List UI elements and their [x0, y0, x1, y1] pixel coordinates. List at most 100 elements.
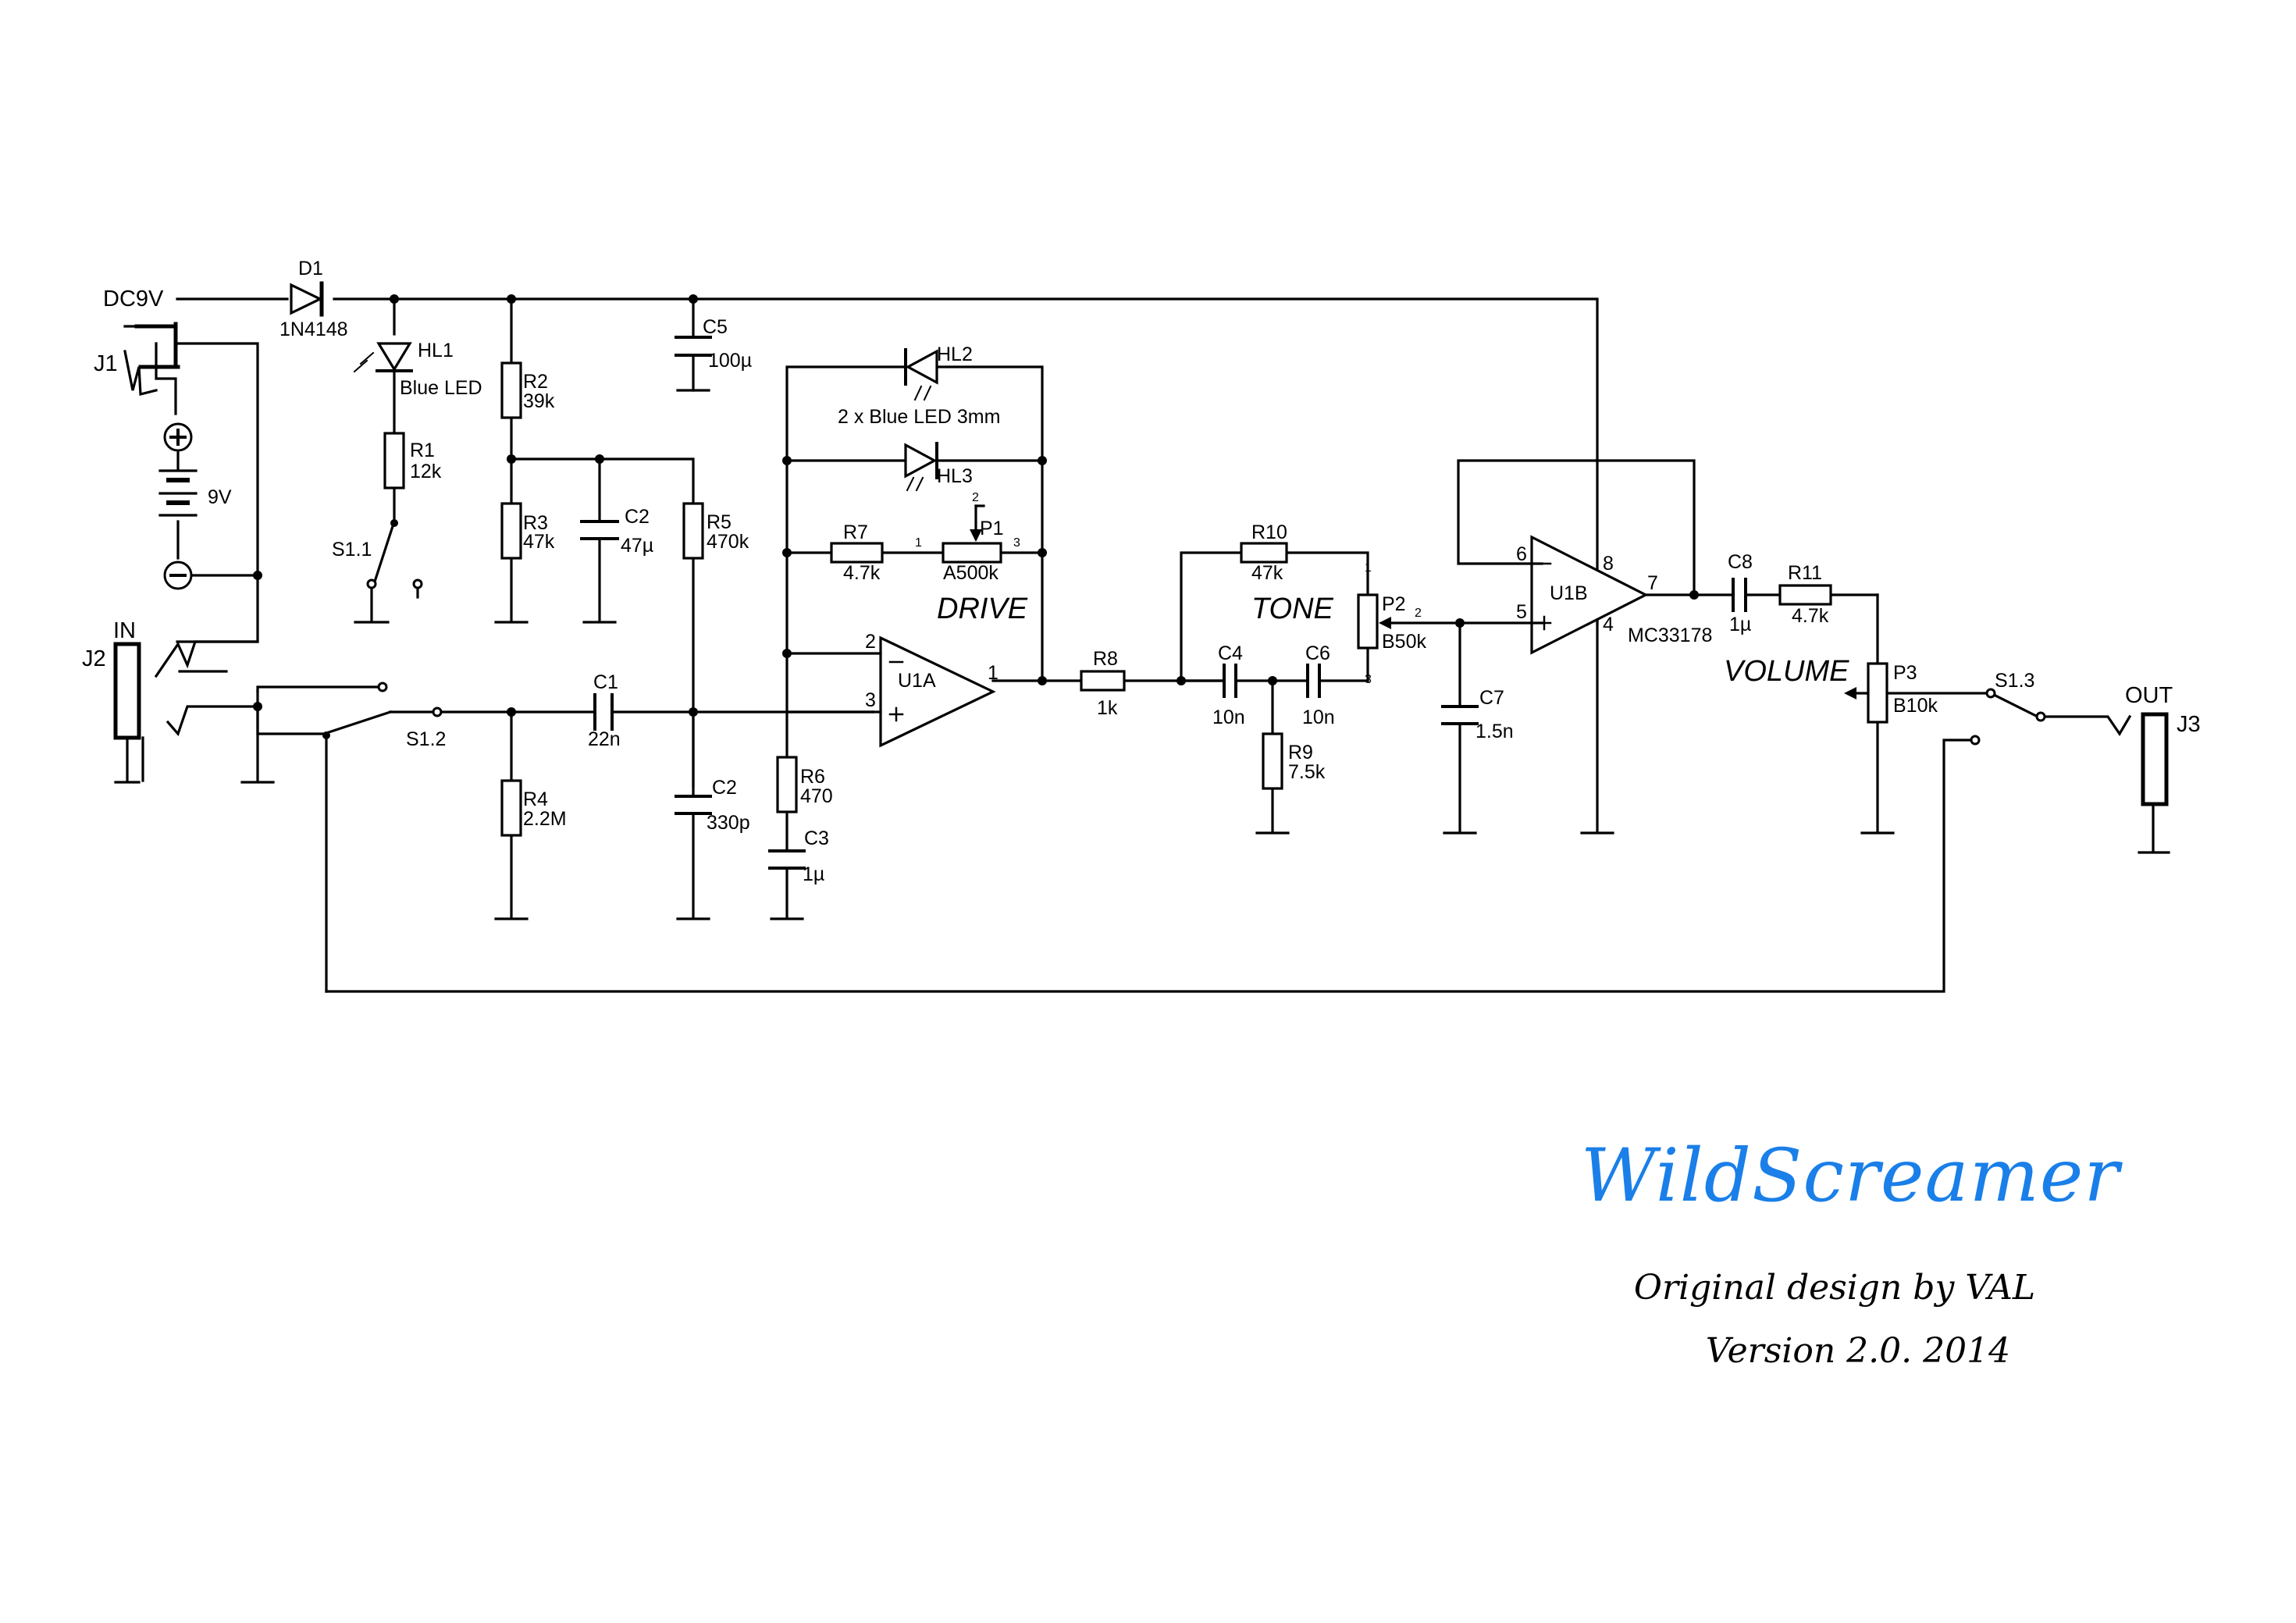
d1-label: D1 — [298, 258, 323, 279]
c4-value: 10n — [1212, 707, 1245, 728]
capacitor-c8 — [1732, 578, 1747, 612]
hl2-label: HL2 — [937, 343, 973, 365]
u1a-pin-out: 1 — [988, 662, 998, 684]
u1b-pin-vcc: 8 — [1603, 553, 1614, 575]
c5-value: 100µ — [708, 350, 752, 372]
j2-caption: IN — [113, 618, 136, 643]
p1-value: A500k — [943, 562, 998, 584]
u1b-label: U1B — [1550, 582, 1588, 604]
u1b-pin-pos: 5 — [1516, 601, 1527, 623]
led-hl1 — [353, 342, 413, 373]
resistor-r5 — [682, 502, 704, 560]
labels: DC9V J1 9V D1 1N4148 HL1 Blue LED R1 12k… — [82, 258, 2201, 885]
capacitor-c2-330p — [675, 795, 712, 920]
hl1-value: Blue LED — [400, 377, 482, 399]
j3-caption: OUT — [2125, 683, 2173, 708]
p1-pin-1: 1 — [915, 536, 922, 550]
r10-value: 47k — [1251, 562, 1283, 584]
resistor-r2 — [500, 361, 522, 419]
capacitor-c6 — [1306, 664, 1321, 698]
j1-caption: DC9V — [103, 287, 164, 311]
output-jack-j3 — [2141, 712, 2169, 806]
s13-label: S1.3 — [1995, 670, 2034, 692]
c2b-label: C2 — [712, 777, 737, 799]
resistor-r9 — [1262, 732, 1283, 790]
u1a-pin-noninv: 3 — [865, 689, 876, 711]
c2a-value: 47µ — [621, 535, 653, 557]
u1a-pin-inv: 2 — [865, 631, 876, 653]
r11-value: 4.7k — [1792, 605, 1829, 627]
r2-value: 39k — [523, 390, 555, 412]
r4-value: 2.2M — [523, 808, 567, 830]
design-credit: Original design by VAL — [1633, 1268, 2036, 1308]
u1b-value: MC33178 — [1628, 625, 1712, 646]
version-line: Version 2.0. 2014 — [1705, 1331, 2011, 1371]
p2-pin-3: 3 — [1365, 673, 1372, 686]
potentiometer-p3 — [1844, 662, 1888, 724]
r5-label: R5 — [707, 511, 732, 533]
capacitor-c1 — [593, 693, 614, 731]
capacitor-c5 — [675, 336, 712, 392]
c4-label: C4 — [1218, 642, 1243, 664]
resistor-r11 — [1778, 584, 1832, 606]
c1-label: C1 — [593, 671, 618, 693]
r2-label: R2 — [523, 371, 548, 393]
c3-label: C3 — [804, 828, 829, 849]
capacitor-c7 — [1441, 705, 1479, 835]
resistor-r10 — [1240, 542, 1288, 564]
j1-label: J1 — [94, 351, 118, 376]
dc-jack-j1 — [134, 322, 180, 369]
r11-label: R11 — [1788, 562, 1822, 584]
led-hl2 — [904, 348, 938, 401]
u1a-label: U1A — [898, 670, 936, 692]
u1b-pin-out: 7 — [1647, 572, 1658, 594]
r3-label: R3 — [523, 512, 548, 534]
c8-label: C8 — [1728, 551, 1753, 573]
r9-value: 7.5k — [1288, 761, 1326, 783]
capacitor-c2-47u — [580, 520, 619, 624]
title-block: WildScreamer Original design by VAL Vers… — [1483, 1134, 2186, 1372]
p3-value: B10k — [1893, 695, 1938, 717]
components — [113, 281, 2170, 920]
p1-label: P1 — [980, 518, 1004, 539]
r3-value: 47k — [523, 531, 555, 553]
r1-label: R1 — [410, 440, 435, 461]
c8-value: 1µ — [1729, 614, 1751, 635]
r6-value: 470 — [800, 785, 833, 807]
s12-label: S1.2 — [406, 728, 446, 750]
p1-pin-2: 2 — [972, 491, 979, 504]
r8-value: 1k — [1097, 697, 1118, 719]
diode-d1 — [290, 281, 324, 317]
r8-label: R8 — [1093, 648, 1118, 670]
resistor-r1 — [383, 432, 405, 489]
u1b-pin-neg: 6 — [1516, 543, 1527, 565]
s11-contact — [390, 519, 398, 527]
d1-value: 1N4148 — [279, 319, 348, 340]
c7-label: C7 — [1479, 687, 1504, 709]
p1-pin-3: 3 — [1013, 536, 1020, 550]
c7-value: 1.5n — [1475, 721, 1514, 742]
input-jack-j2 — [113, 642, 141, 740]
p2-pin-2: 2 — [1415, 607, 1422, 620]
c2a-label: C2 — [625, 506, 650, 528]
led-note: 2 x Blue LED 3mm — [838, 406, 1000, 428]
c1-value: 22n — [588, 728, 621, 750]
r7-value: 4.7k — [843, 562, 881, 584]
wires — [123, 297, 2155, 993]
resistor-r3 — [500, 502, 522, 560]
battery — [158, 422, 198, 590]
r1-value: 12k — [410, 461, 442, 482]
c5-label: C5 — [703, 316, 728, 338]
r7-label: R7 — [843, 521, 868, 543]
p2-value: B50k — [1382, 631, 1426, 653]
capacitor-c3 — [768, 849, 806, 920]
capacitor-c4 — [1223, 664, 1237, 698]
resistor-r6 — [776, 756, 798, 813]
j2-label: J2 — [82, 646, 106, 671]
r4-label: R4 — [523, 788, 548, 810]
potentiometer-p2 — [1357, 593, 1391, 650]
resistor-r7 — [830, 542, 884, 564]
r5-value: 470k — [707, 531, 749, 553]
project-title: WildScreamer — [1580, 1134, 2120, 1219]
